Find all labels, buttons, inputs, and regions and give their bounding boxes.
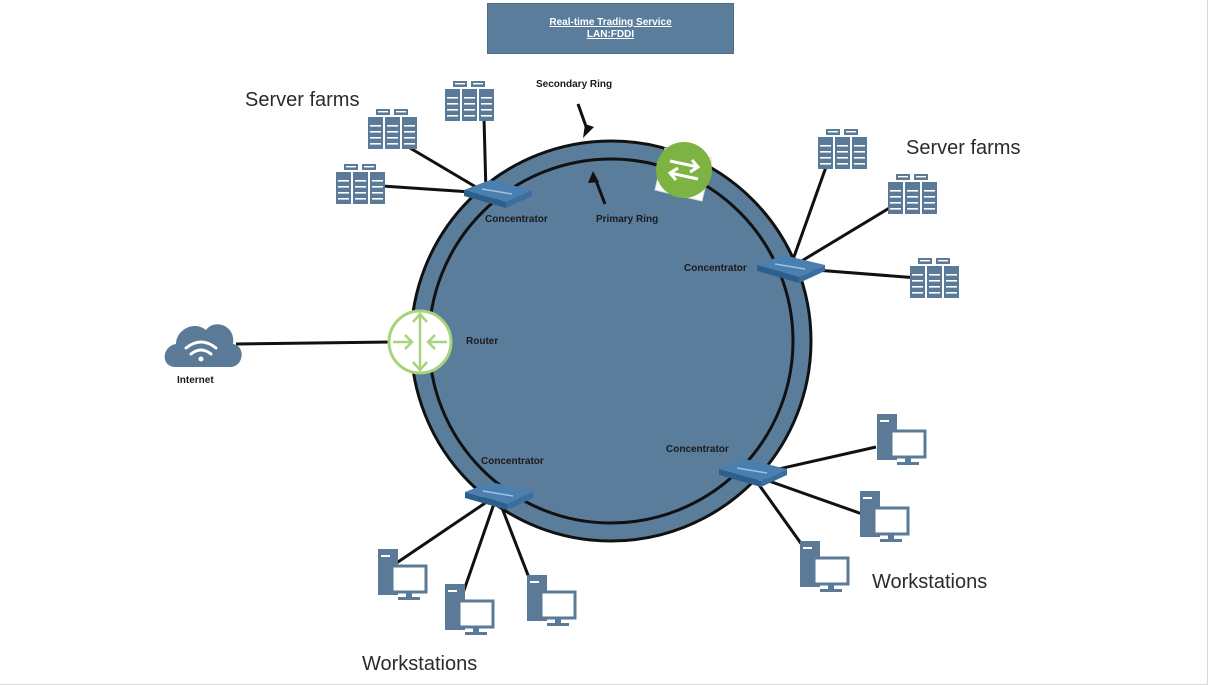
diagram-title: Real-time Trading Service [549, 16, 672, 28]
router-icon [387, 309, 453, 375]
desktop-computer-icon [525, 573, 577, 628]
primary-ring-arrow [588, 171, 607, 205]
transfer-arrows-icon [654, 142, 713, 202]
server-farms-right-label: Server farms [906, 137, 1021, 159]
server-rack-icon [818, 129, 867, 169]
desktop-computer-icon [875, 412, 927, 467]
server-rack-icon [368, 109, 417, 149]
primary-ring-label: Primary Ring [596, 214, 659, 225]
workstations-right-label: Workstations [872, 571, 988, 593]
desktop-computer-icon [798, 539, 850, 594]
workstations-left-label: Workstations [362, 653, 478, 675]
diagram-subtitle: LAN:FDDI [586, 28, 635, 40]
concentrator-label: Concentrator [684, 263, 747, 274]
desktop-computer-icon [376, 547, 428, 602]
concentrator-label: Concentrator [481, 456, 544, 467]
internet-label: Internet [177, 375, 214, 386]
router-label: Router [466, 336, 499, 347]
server-rack-icon [336, 164, 385, 204]
server-rack-icon [445, 81, 494, 121]
server-rack-icon [888, 174, 937, 214]
desktop-computer-icon [443, 582, 495, 637]
concentrator-label: Concentrator [666, 444, 729, 455]
server-farms-left-label: Server farms [245, 89, 360, 111]
connection-lines [235, 117, 919, 597]
secondary-ring-label: Secondary Ring [536, 79, 613, 90]
diagram-title-box: Real-time Trading Service LAN:FDDI [487, 3, 734, 54]
desktop-computer-icon [858, 489, 910, 544]
server-rack-icon [910, 258, 959, 298]
cloud-wifi-icon [164, 324, 242, 367]
concentrator-label: Concentrator [485, 214, 548, 225]
secondary-ring-arrow [576, 103, 594, 138]
